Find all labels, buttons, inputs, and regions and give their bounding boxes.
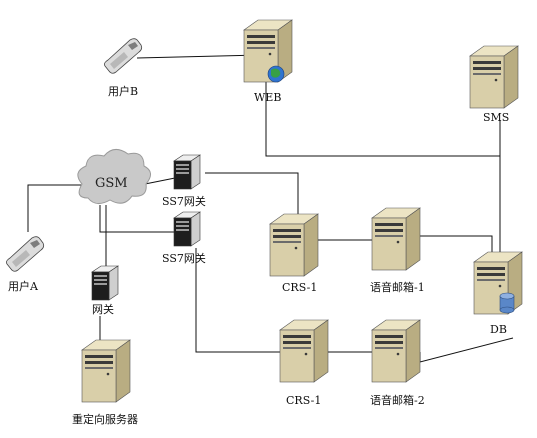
vmail1-label: 语音邮箱-1: [370, 281, 425, 294]
crs1-top-server-icon: [269, 213, 319, 277]
ss7-gateway-1-label: SS7网关: [162, 195, 206, 208]
user-a-phone-icon: [5, 236, 45, 272]
db-server-icon: [473, 251, 523, 315]
link-userb-web: [136, 54, 263, 59]
link-ss7-1-crs1: [205, 172, 378, 241]
db-cylinder-icon: [499, 292, 515, 314]
crs1-bottom-server-icon: [279, 319, 329, 383]
link-usera-gsm: [27, 184, 84, 232]
vmail1-server-icon: [371, 207, 421, 271]
ss7-gateway-1-icon: [173, 154, 201, 190]
redirect-server-icon: [81, 339, 131, 403]
ss7-gateway-2-label: SS7网关: [162, 252, 206, 265]
crs1-bottom-label: CRS-1: [286, 394, 322, 407]
gateway-icon: [91, 265, 119, 301]
gateway-label: 网关: [92, 303, 114, 316]
web-label: WEB: [254, 91, 282, 104]
vmail2-label: 语音邮箱-2: [370, 394, 425, 407]
crs1-top-label: CRS-1: [282, 281, 318, 294]
redirect-server-label: 重定向服务器: [72, 413, 138, 426]
gsm-cloud-icon: [77, 149, 151, 204]
link-ss7-2-crs1: [195, 248, 285, 353]
gsm-label: GSM: [95, 176, 128, 191]
sms-label: SMS: [483, 111, 510, 124]
user-b-phone-icon: [103, 38, 143, 74]
link-gsm-ss7-2: [99, 205, 178, 233]
vmail2-server-icon: [371, 319, 421, 383]
ss7-gateway-2-icon: [173, 211, 201, 247]
user-b-label: 用户B: [108, 85, 139, 98]
globe-icon: [267, 65, 285, 83]
link-vmail2-db: [419, 337, 514, 363]
user-a-label: 用户A: [8, 280, 38, 293]
sms-server-icon: [469, 45, 519, 109]
db-label: DB: [490, 323, 507, 336]
